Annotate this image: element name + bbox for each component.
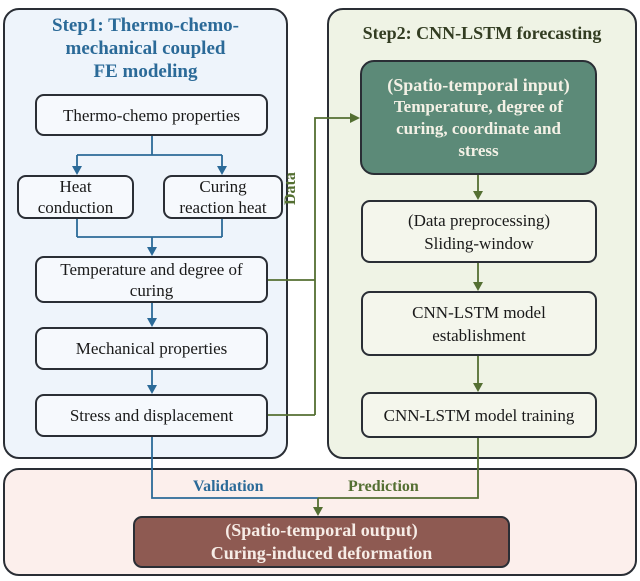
box-label: Sliding-window bbox=[424, 233, 534, 253]
temperature-degree-box: Temperature and degree of curing bbox=[35, 256, 268, 303]
box-label: Temperature and degree of bbox=[60, 259, 243, 279]
box-label: CNN-LSTM model bbox=[412, 302, 546, 322]
box-label: Thermo-chemo properties bbox=[62, 105, 240, 125]
validation-label: Validation bbox=[193, 478, 264, 495]
step1-title-line: mechanical coupled bbox=[65, 38, 226, 59]
cnn-lstm-training-box: CNN-LSTM model training bbox=[361, 392, 597, 438]
box-label: stress bbox=[458, 140, 499, 160]
box-label: Heat bbox=[59, 177, 92, 196]
box-label: CNN-LSTM model training bbox=[383, 405, 575, 425]
step1-title-line: FE modeling bbox=[93, 61, 198, 82]
curing-reaction-heat-box: Curing reaction heat bbox=[163, 175, 283, 219]
box-label: Curing-induced deformation bbox=[210, 543, 433, 563]
data-label: Data bbox=[282, 172, 299, 205]
data-preprocessing-box: (Data preprocessing) Sliding-window bbox=[361, 200, 597, 263]
box-label: establishment bbox=[432, 325, 526, 345]
thermo-chemo-properties-box: Thermo-chemo properties bbox=[35, 94, 268, 136]
box-label: (Spatio-temporal input) bbox=[387, 74, 570, 95]
spatio-temporal-output-box: (Spatio-temporal output) Curing-induced … bbox=[133, 516, 510, 568]
step1-panel bbox=[3, 8, 288, 459]
spatio-temporal-input-box: (Spatio-temporal input) Temperature, deg… bbox=[360, 60, 597, 175]
box-label: Curing bbox=[199, 177, 247, 196]
box-label: Temperature, degree of bbox=[393, 96, 564, 116]
heat-conduction-box: Heat conduction bbox=[17, 175, 134, 219]
box-label: (Spatio-temporal output) bbox=[225, 520, 418, 540]
stress-displacement-box: Stress and displacement bbox=[35, 394, 268, 437]
box-label: conduction bbox=[37, 198, 114, 217]
step1-title-line: Step1: Thermo-chemo- bbox=[52, 15, 239, 36]
box-label: Stress and displacement bbox=[69, 406, 234, 425]
prediction-label: Prediction bbox=[348, 478, 419, 495]
box-label: reaction heat bbox=[179, 198, 267, 217]
box-label: (Data preprocessing) bbox=[407, 210, 551, 230]
box-label: Mechanical properties bbox=[75, 339, 228, 358]
step1-title: Step1: Thermo-chemo- mechanical coupled … bbox=[3, 14, 288, 83]
cnn-lstm-establishment-box: CNN-LSTM model establishment bbox=[361, 291, 597, 356]
mechanical-properties-box: Mechanical properties bbox=[35, 327, 268, 370]
box-label: curing, coordinate and bbox=[396, 118, 561, 138]
step2-title: Step2: CNN-LSTM forecasting bbox=[362, 23, 602, 43]
box-label: curing bbox=[129, 280, 174, 300]
